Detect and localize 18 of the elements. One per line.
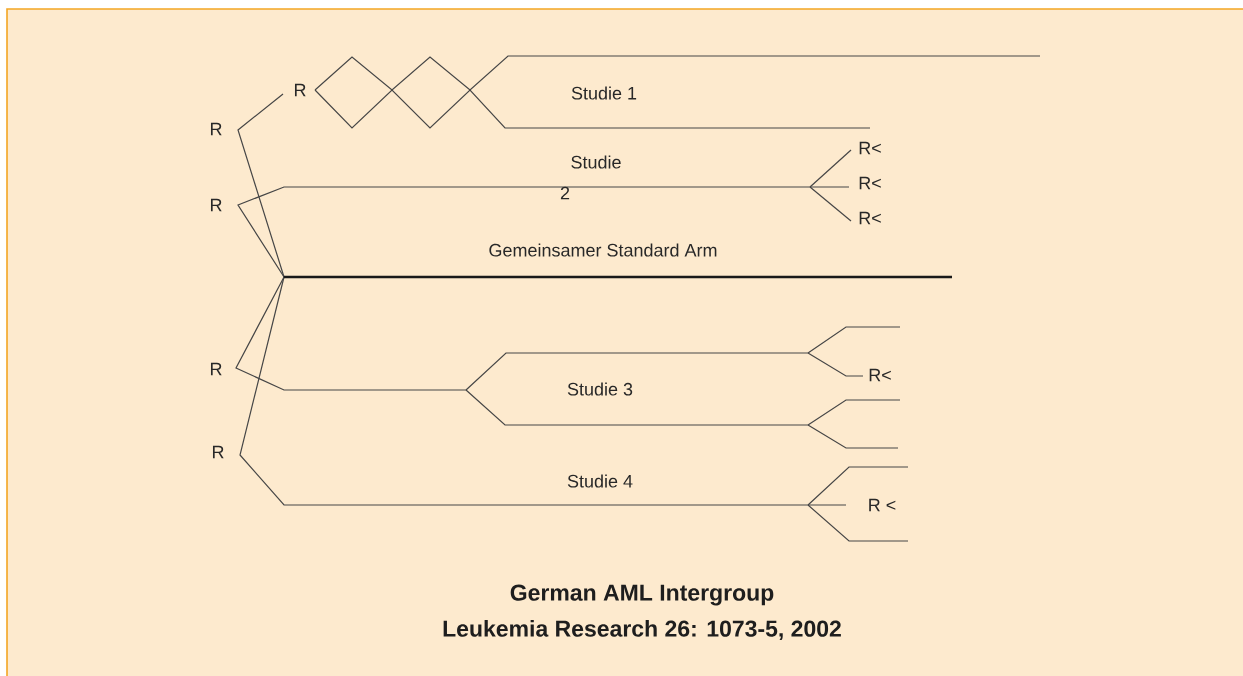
caption-text: German AML Intergroup xyxy=(510,584,774,606)
randomization-label: R xyxy=(211,198,222,212)
study-label: Studie 1 xyxy=(571,86,637,100)
study-label: Studie 3 xyxy=(567,382,633,396)
randomization-label: R< xyxy=(859,176,881,190)
study-label: Studie 4 xyxy=(567,474,633,488)
randomization-label: R< xyxy=(859,141,881,155)
randomization-label: R xyxy=(213,445,224,459)
study-label: 2 xyxy=(560,186,570,200)
randomization-label: R< xyxy=(859,211,881,225)
randomization-label: R< xyxy=(869,368,891,382)
arm-label: Gemeinsamer Standard Arm xyxy=(489,243,717,257)
randomization-label: R xyxy=(295,83,306,97)
caption-text: Leukemia Research 26: 1073-5, 2002 xyxy=(443,619,841,641)
randomization-label: R < xyxy=(869,498,896,512)
randomization-label: R xyxy=(211,362,222,376)
randomization-label: R xyxy=(211,122,222,136)
study-label: Studie xyxy=(571,155,621,169)
